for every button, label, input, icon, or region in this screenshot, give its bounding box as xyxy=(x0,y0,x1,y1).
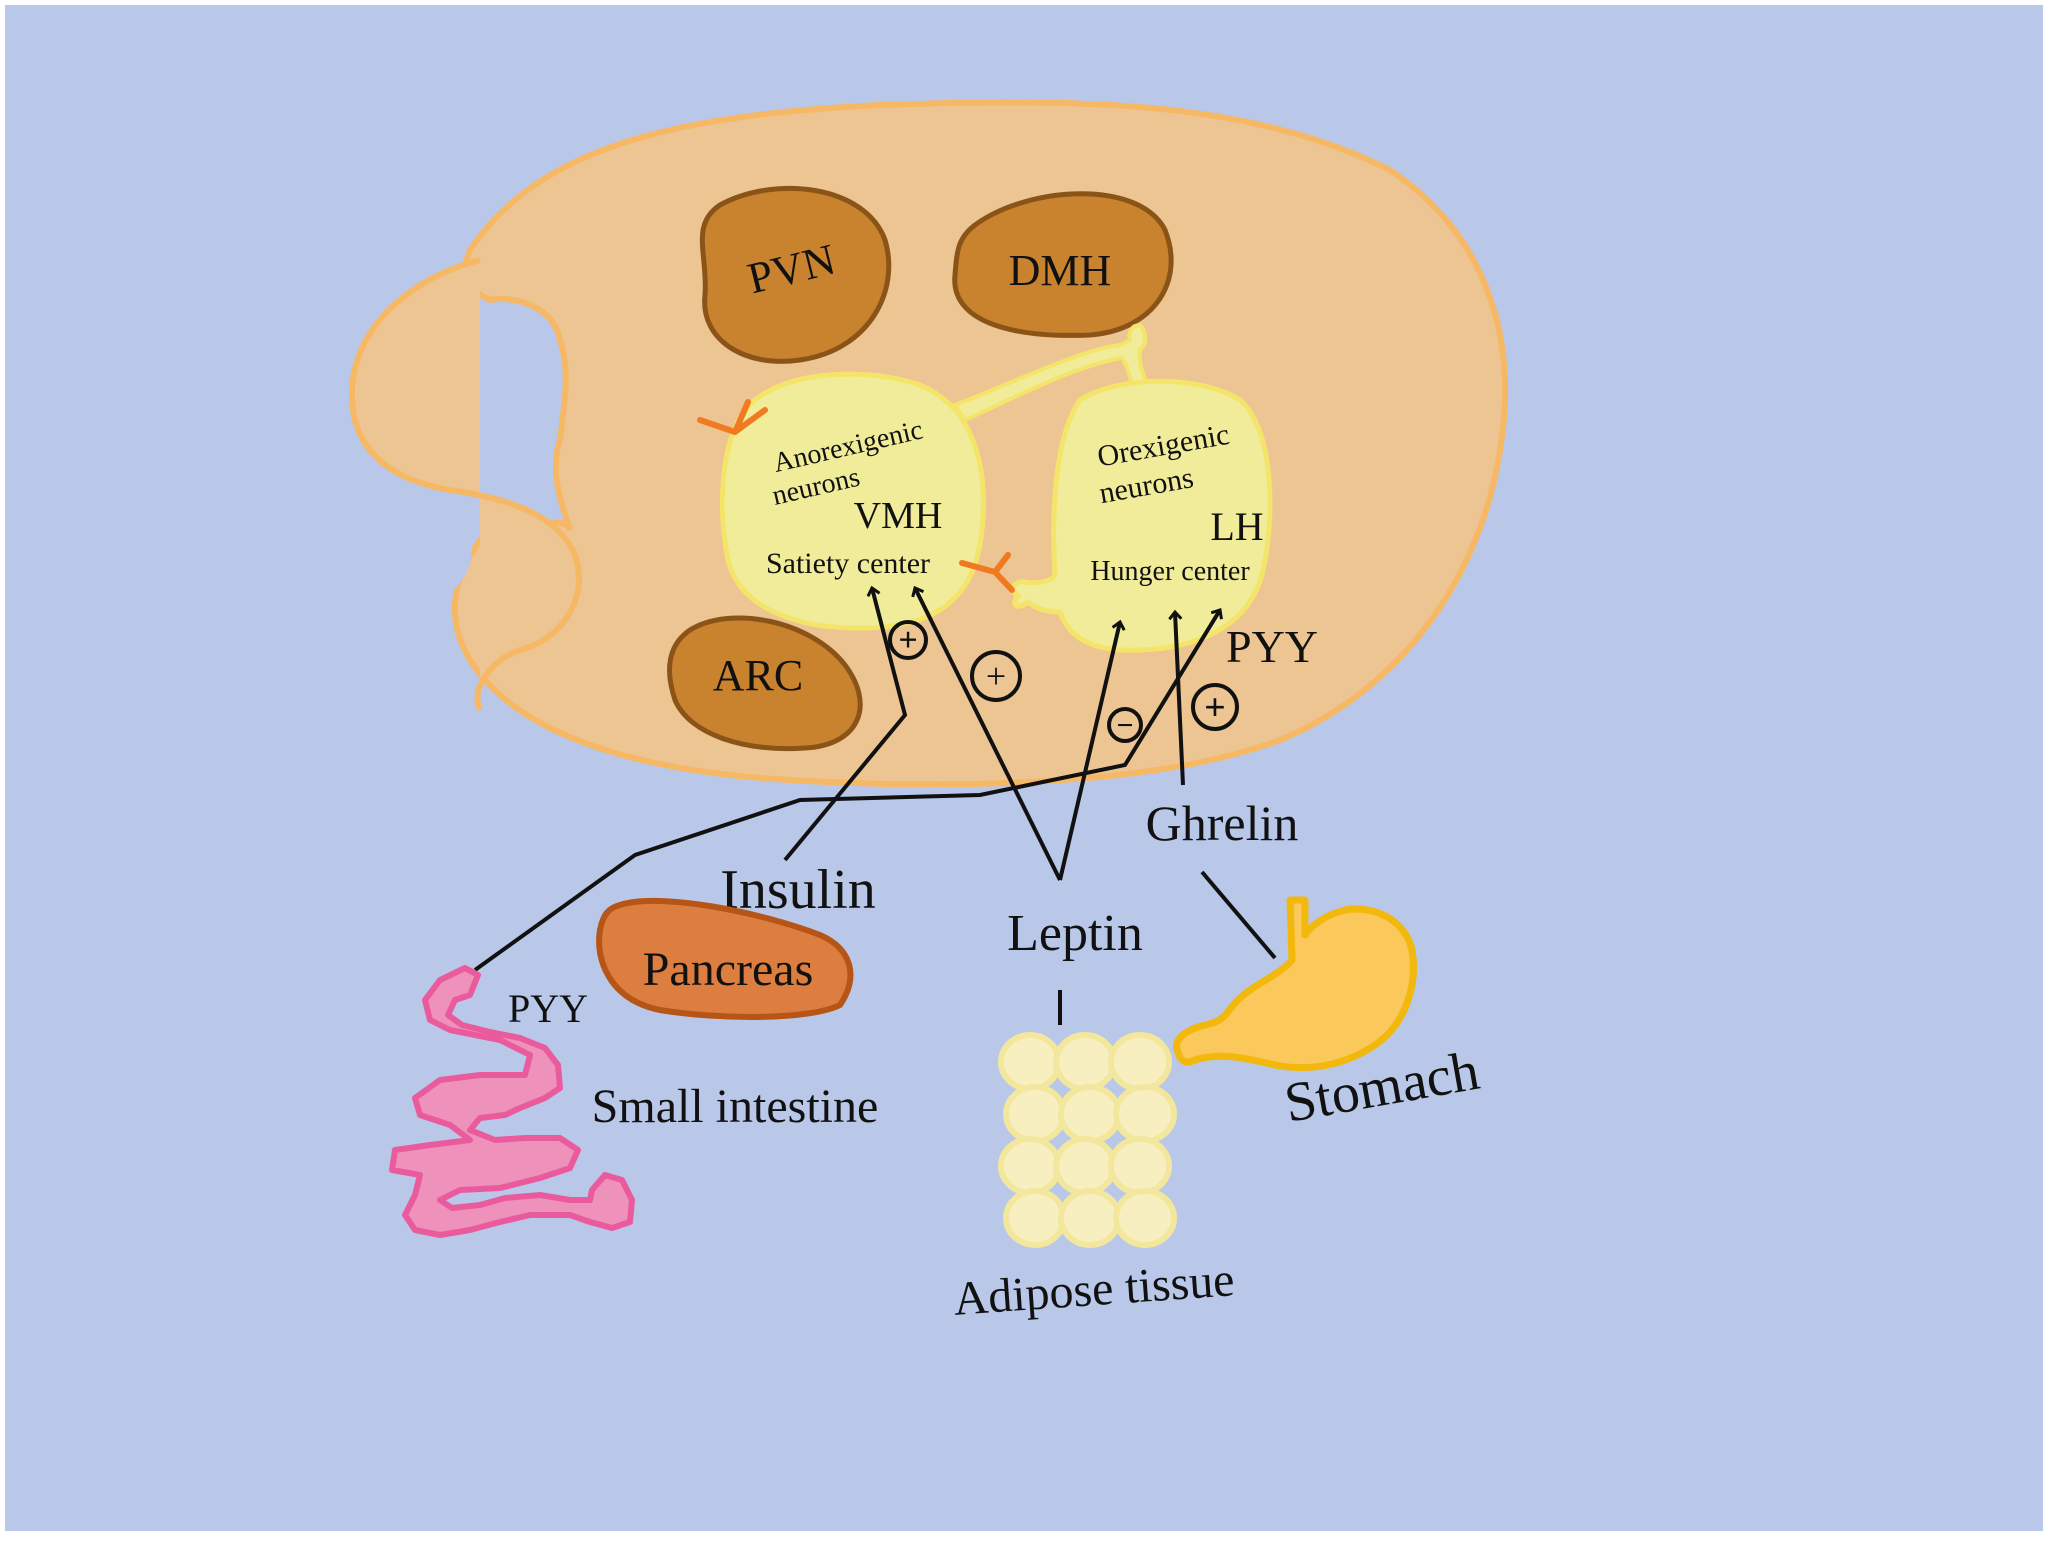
adipocyte-cell xyxy=(1108,1136,1172,1196)
signal-pathways xyxy=(473,588,1277,1025)
leptin-vmh-pathway xyxy=(915,588,1062,881)
pvn-nucleus xyxy=(699,186,892,364)
lh-role: Hunger center xyxy=(1090,556,1250,587)
small-intestine-label: Small intestine xyxy=(592,1080,879,1133)
adipocyte-cell xyxy=(1058,1188,1122,1248)
vmh-role: Satiety center xyxy=(766,547,930,580)
adipocyte-cell xyxy=(1003,1084,1067,1144)
hypothalamus-region xyxy=(451,99,1509,788)
ghrelin-lh-pathway xyxy=(1175,612,1185,786)
vmh-name: VMH xyxy=(854,495,943,537)
insulin-pathway xyxy=(783,588,908,862)
adipocyte-cell xyxy=(1113,1084,1177,1144)
effect-insulin-vmh: + xyxy=(898,622,917,659)
plus-circle-icon: + xyxy=(1191,683,1239,731)
adipocyte-cell xyxy=(1053,1032,1117,1092)
effect-leptin-vmh: + xyxy=(986,656,1006,696)
neuron-connection xyxy=(951,322,1153,423)
pancreas-label: Pancreas xyxy=(643,943,814,996)
stomach-ghrelin-line xyxy=(1200,870,1277,960)
adipocyte-cell xyxy=(1053,1136,1117,1196)
adipose-tissue-organ xyxy=(998,1032,1177,1248)
lh-name: LH xyxy=(1210,504,1263,549)
adipocyte-cell xyxy=(1058,1084,1122,1144)
pyy-brain-label: PYY xyxy=(1226,621,1318,672)
adipocyte-cell xyxy=(1113,1188,1177,1248)
receptor-icon xyxy=(959,552,1015,593)
pyy-pathway xyxy=(473,610,1220,972)
ghrelin-label: Ghrelin xyxy=(1146,795,1299,851)
lh-neuron xyxy=(1010,378,1273,653)
plus-circle-icon: + xyxy=(970,650,1022,702)
adipocyte-cell xyxy=(1108,1032,1172,1092)
minus-circle-icon: − xyxy=(1107,707,1143,743)
pancreas-organ xyxy=(596,897,854,1020)
adipocyte-cell xyxy=(998,1032,1062,1092)
arc-label: ARC xyxy=(713,651,803,700)
arc-nucleus xyxy=(667,615,863,752)
plus-circle-icon: + xyxy=(888,620,928,660)
dmh-nucleus xyxy=(952,191,1174,338)
hypothalamus-left-lobe xyxy=(348,257,582,712)
effect-ghrelin-lh: + xyxy=(1204,687,1226,729)
pyy-gut-label: PYY xyxy=(508,986,588,1031)
dmh-label: DMH xyxy=(1009,246,1112,295)
small-intestine-organ xyxy=(389,965,635,1238)
receptor-icon xyxy=(697,399,768,435)
effect-leptin-lh: − xyxy=(1116,709,1133,742)
vmh-neuron xyxy=(719,371,986,631)
leptin-lh-pathway xyxy=(1058,622,1120,881)
adipocyte-cell xyxy=(998,1136,1062,1196)
leptin-label: Leptin xyxy=(1007,905,1143,962)
adipocyte-cell xyxy=(1003,1188,1067,1248)
stomach-organ xyxy=(1173,896,1417,1072)
